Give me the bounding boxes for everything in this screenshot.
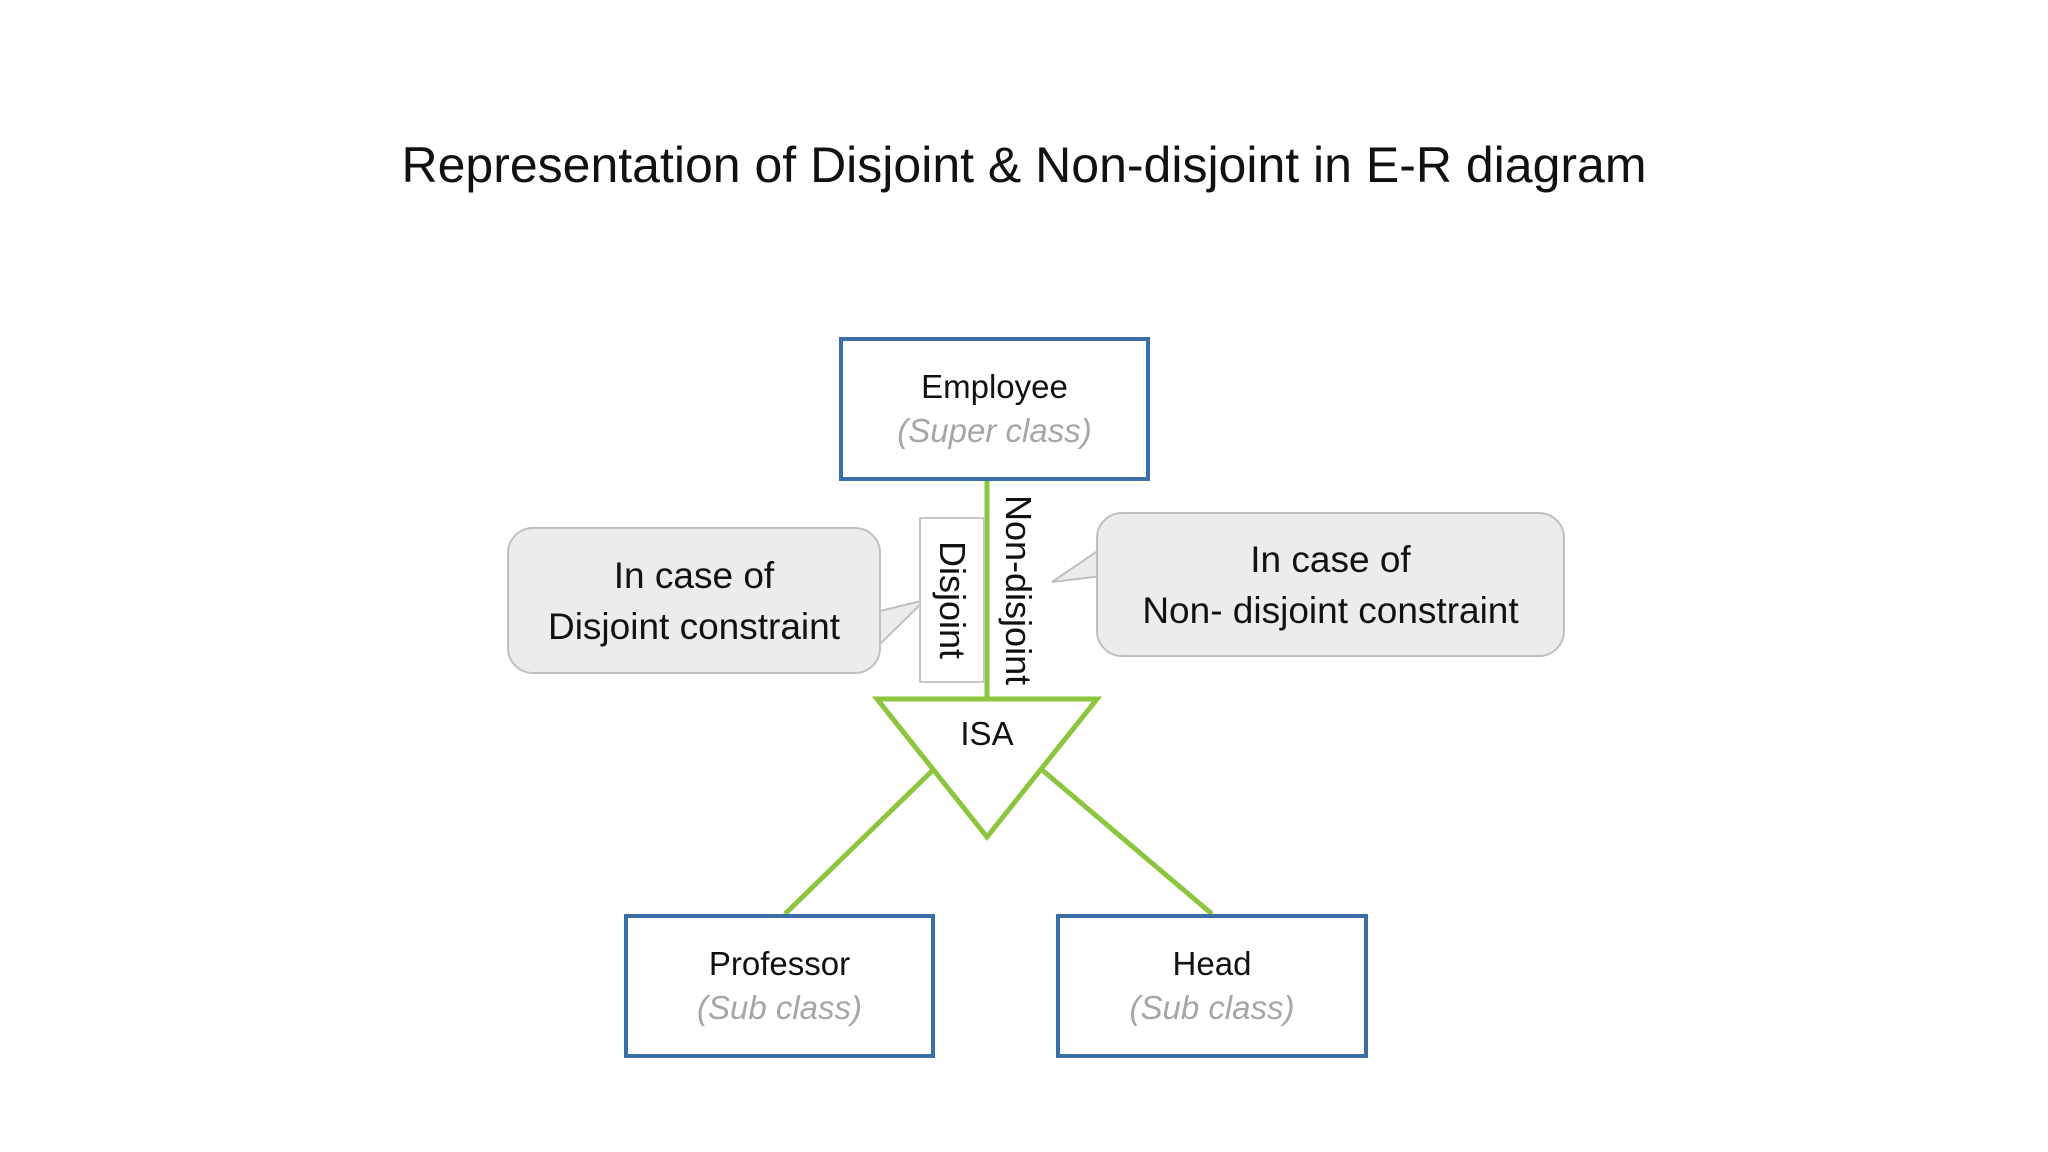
entity-role: (Sub class)	[696, 989, 863, 1026]
entity-name: Head	[1172, 945, 1252, 982]
isa-label: ISA	[960, 715, 1014, 752]
subclass-entity-head[interactable]: Head (Sub class)	[1056, 914, 1368, 1058]
callout-line-2: Non- disjoint constraint	[1142, 589, 1519, 631]
callout-line-1: In case of	[613, 554, 775, 596]
entity-name: Professor	[708, 945, 851, 982]
isa-head-connector	[1039, 767, 1214, 916]
isa-professor-connector	[783, 767, 936, 916]
superclass-entity-employee[interactable]: Employee (Super class)	[839, 337, 1150, 481]
slide-title: Representation of Disjoint & Non-disjoin…	[401, 137, 1647, 193]
disjoint-callout-tail	[875, 598, 929, 649]
entity-role: (Super class)	[897, 412, 1092, 449]
non-disjoint-callout-tail	[1051, 547, 1103, 583]
entity-role: (Sub class)	[1129, 989, 1295, 1026]
subclass-entity-professor[interactable]: Professor (Sub class)	[624, 914, 935, 1058]
non-disjoint-callout: In case of Non- disjoint constraint	[1096, 512, 1565, 657]
non-disjoint-label: Non-disjoint	[998, 494, 1039, 686]
entity-name: Employee	[921, 368, 1068, 405]
disjoint-callout: In case of Disjoint constraint	[507, 527, 881, 674]
disjoint-label: Disjoint	[919, 517, 985, 683]
callout-line-2: Disjoint constraint	[547, 605, 840, 647]
callout-line-1: In case of	[1250, 538, 1411, 580]
